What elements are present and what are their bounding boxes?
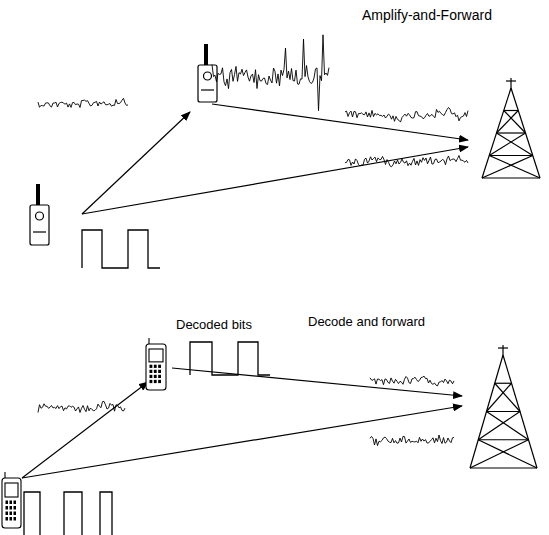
signal-arrows	[22, 104, 468, 478]
walkie-talkies	[30, 44, 217, 245]
relay-label: Decoded bits	[176, 318, 252, 332]
panel-title: Decode and forward	[308, 315, 425, 329]
panel-title: Amplify-and-Forward	[362, 8, 492, 23]
base-station-towers	[470, 78, 540, 468]
noisy-signals	[38, 35, 468, 446]
square-waves	[24, 230, 270, 535]
cell-phones	[2, 338, 166, 528]
